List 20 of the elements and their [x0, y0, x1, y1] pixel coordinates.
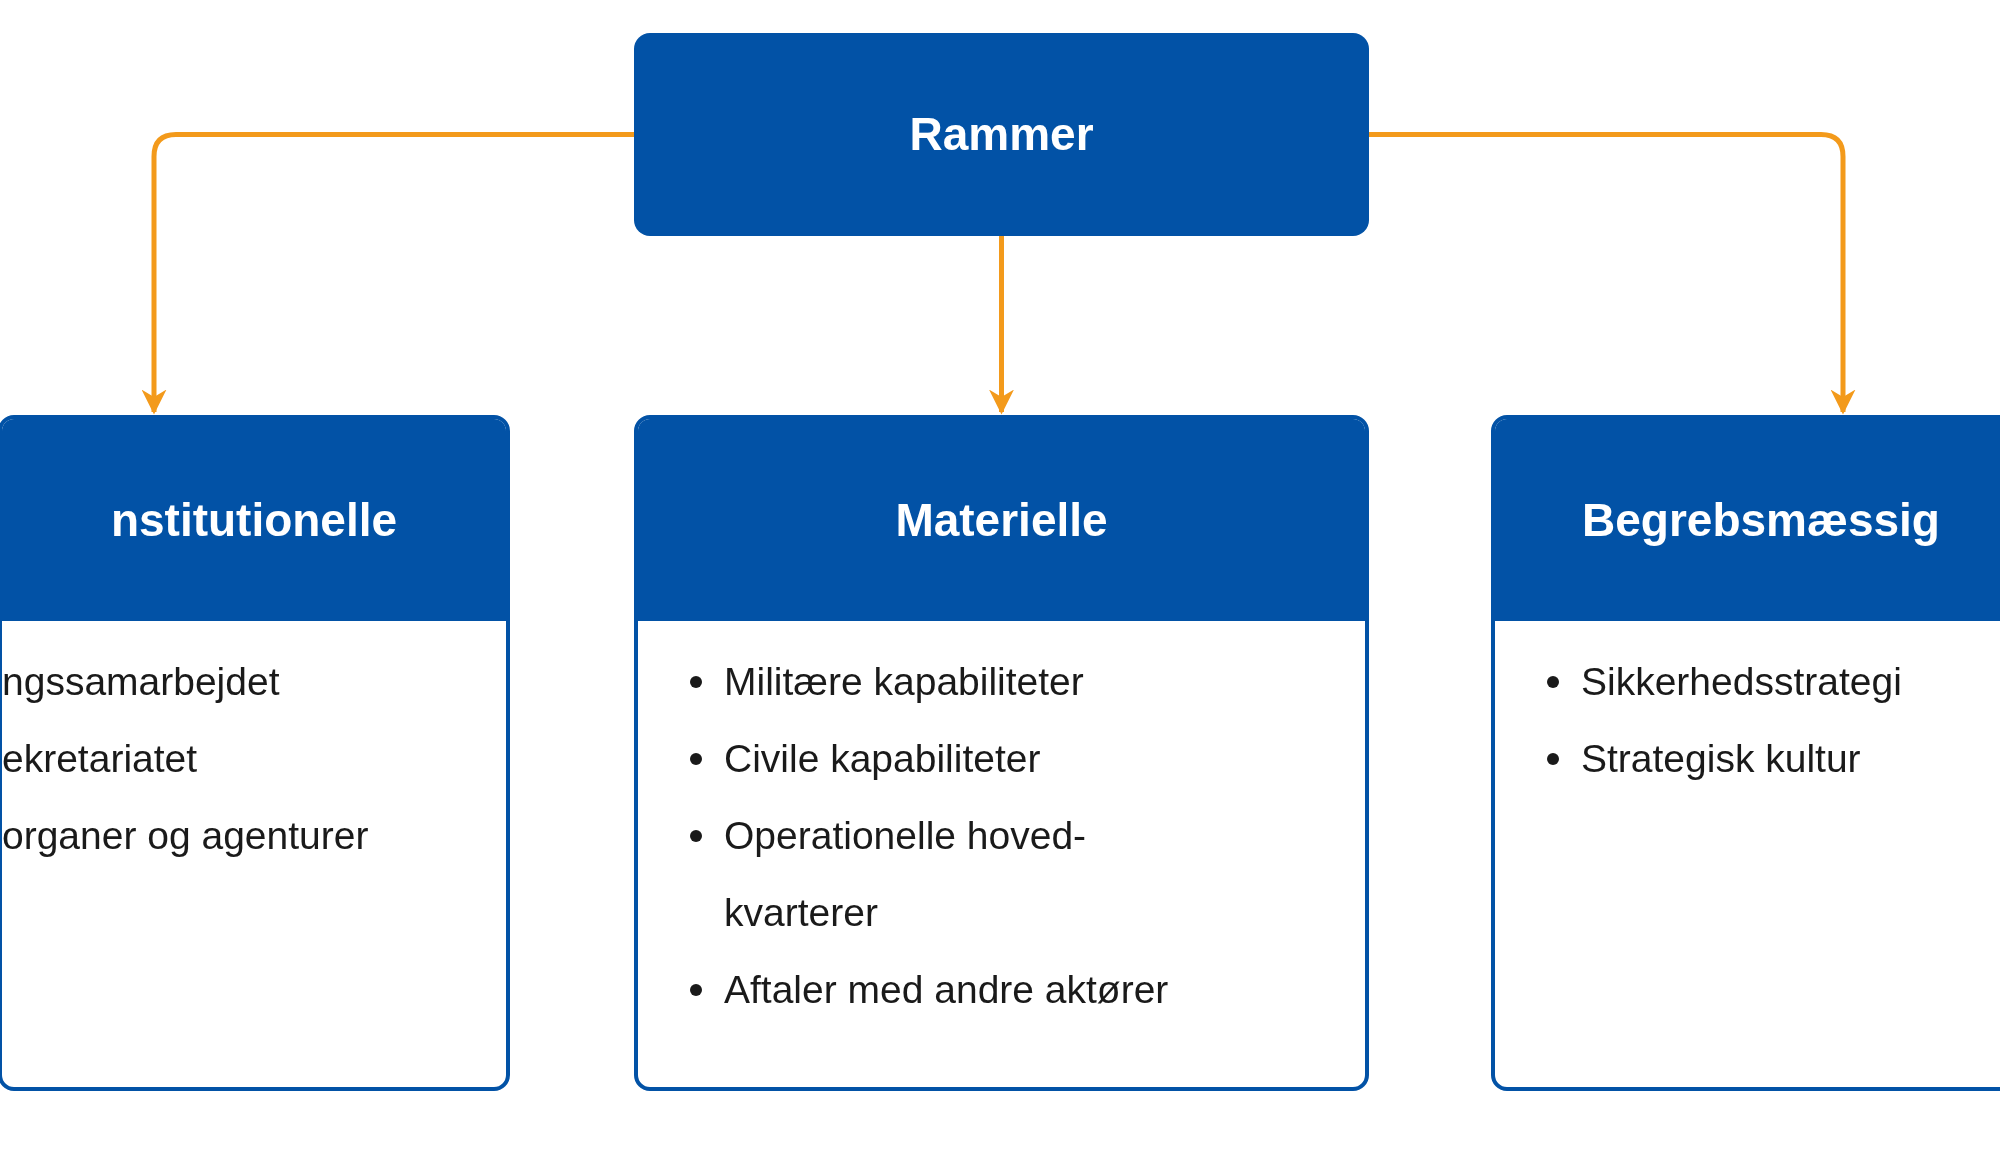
list-item: ngssamarbejdet — [2, 659, 281, 705]
bullet-item: Sikkerhedsstrategi — [1547, 643, 2000, 720]
list-item: organer og agenturer — [2, 813, 370, 859]
arrow — [1369, 132, 1856, 415]
category-card — [0, 415, 510, 1091]
arrow — [141, 132, 634, 415]
bullet-item: Civile kapabiliteter — [690, 720, 1365, 797]
bullet-item: Strategisk kultur — [1547, 720, 2000, 797]
card-title: Materielle — [895, 492, 1108, 548]
header-box — [634, 33, 1369, 236]
category-card — [1491, 415, 2000, 1091]
category-card — [634, 415, 1369, 1091]
arrow — [989, 236, 1014, 415]
card-title: nstitutionelle — [110, 492, 398, 548]
bullet-item: Militære kapabiliteter — [690, 643, 1365, 720]
bullet-item: Aftaler med andre aktører — [690, 951, 1365, 1028]
bullet-item: Operationelle hoved- kvarterer — [690, 797, 1365, 951]
box-title: Rammer — [909, 107, 1094, 162]
list-item: ekretariatet — [2, 736, 199, 782]
card-title: Begrebsmæssig — [1582, 492, 1940, 548]
